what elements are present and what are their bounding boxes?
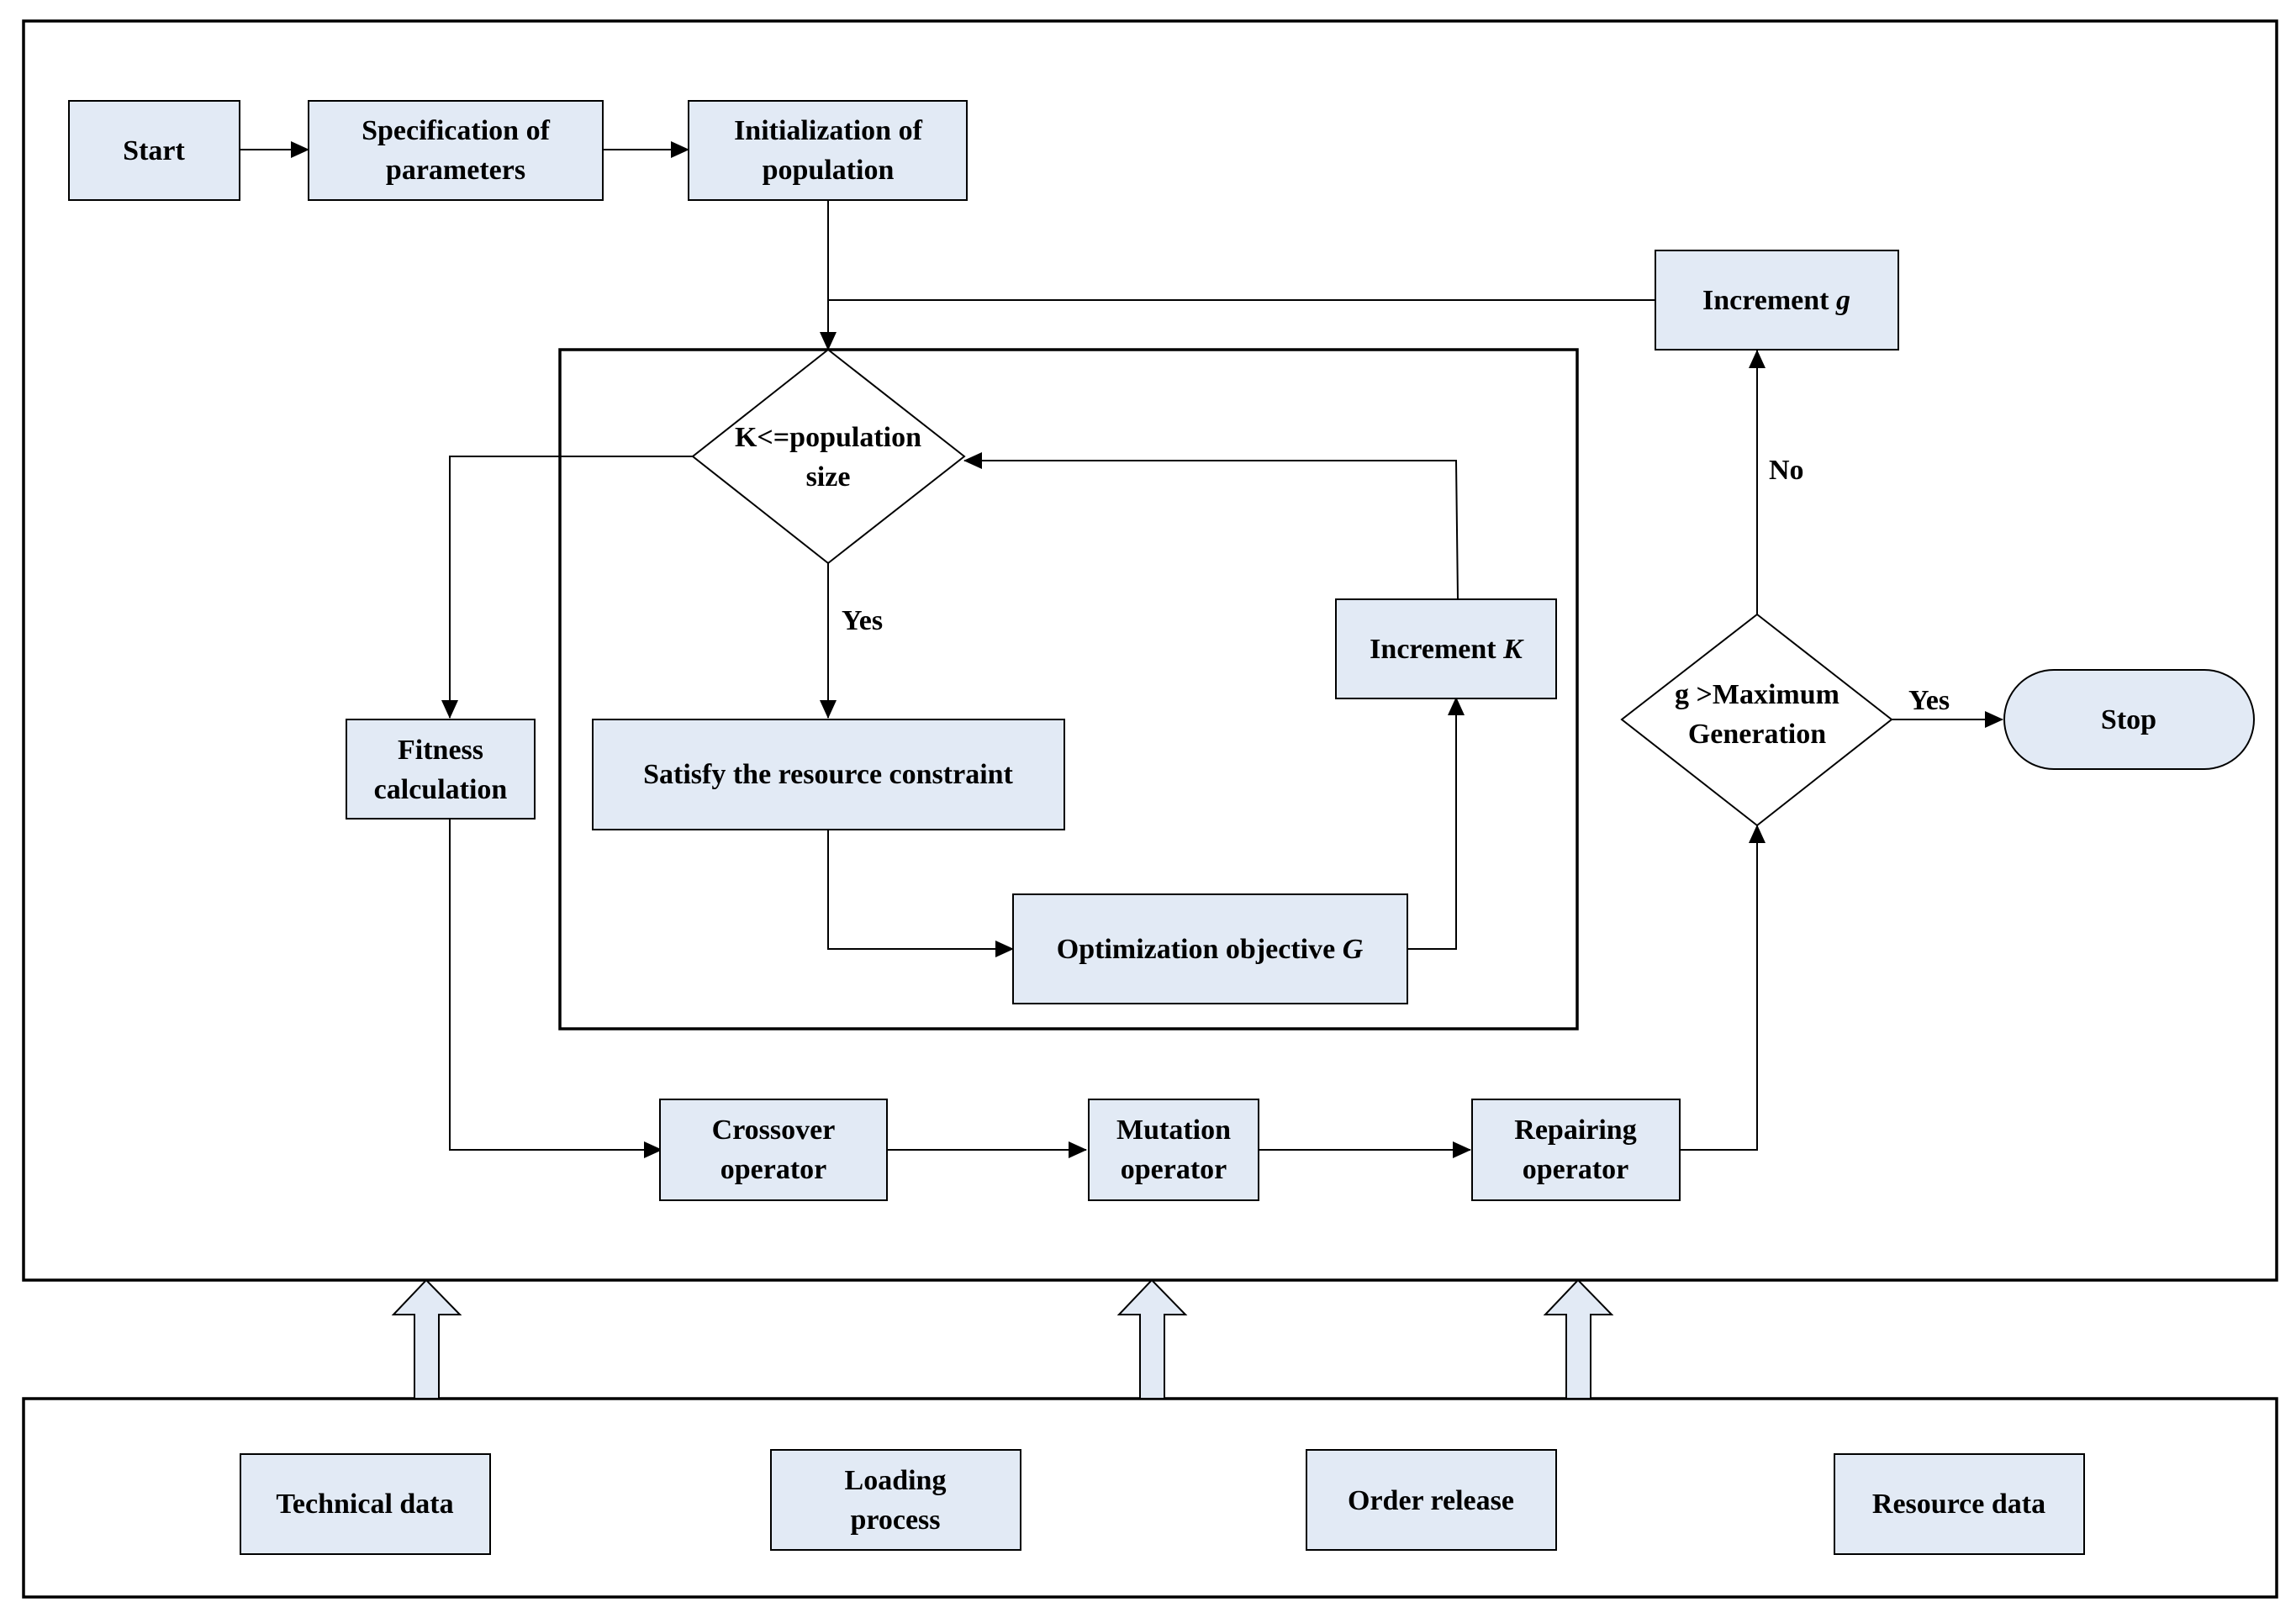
optimization-label: Optimization objective G [1057, 934, 1364, 965]
order-release-label: Order release [1348, 1485, 1514, 1516]
stop-node [2003, 669, 2255, 770]
loading-process-label-2: process [850, 1505, 940, 1536]
satisfy-label: Satisfy the resource constraint [643, 759, 1013, 790]
increment-g-label: Increment g [1702, 285, 1850, 316]
edge-optim-inck [1407, 697, 1465, 950]
yes-label-k: Yes [842, 605, 883, 636]
loading-process-label-1: Loading [845, 1465, 947, 1496]
spec-node [308, 100, 604, 201]
repairing-node [1471, 1099, 1681, 1201]
fitness-node [346, 719, 536, 820]
data-flow-arrow-1 [391, 1278, 462, 1399]
no-label-g: No [1769, 455, 1804, 486]
repairing-label-2: operator [1523, 1154, 1629, 1185]
repairing-label-1: Repairing [1514, 1115, 1636, 1146]
fitness-label-1: Fitness [398, 735, 483, 766]
mutation-label-1: Mutation [1116, 1115, 1231, 1146]
condition-g-diamond [1620, 613, 1893, 827]
mutation-label-2: operator [1121, 1154, 1227, 1185]
start-label: Start [123, 135, 185, 166]
condition-k-label-2: size [806, 461, 851, 493]
order-release-node [1306, 1449, 1557, 1551]
condition-k-label-1: K<=population [735, 422, 921, 453]
inner-loop-frame [558, 348, 1579, 1030]
spec-label-2: parameters [386, 155, 525, 186]
crossover-label-1: Crossover [712, 1115, 836, 1146]
yes-label-g: Yes [1908, 685, 1950, 716]
condition-k-diamond [691, 348, 966, 565]
main-frame [22, 19, 2278, 1282]
edge-inck-condk [963, 452, 1459, 600]
increment-g-node [1655, 250, 1899, 350]
increment-k-label: Increment K [1370, 634, 1524, 665]
edge-satisfy-optim [827, 830, 1014, 957]
satisfy-node [592, 719, 1065, 830]
resource-data-label: Resource data [1872, 1489, 2045, 1520]
mutation-node [1088, 1099, 1259, 1201]
optimization-node [1012, 893, 1408, 1004]
edge-condk-fitness [441, 456, 693, 719]
technical-data-node [240, 1453, 491, 1555]
spec-label-1: Specification of [362, 115, 550, 146]
crossover-node [659, 1099, 888, 1201]
loading-process-node [770, 1449, 1021, 1551]
stop-label: Stop [2101, 704, 2156, 735]
init-node [688, 100, 968, 201]
start-node [68, 100, 240, 201]
data-flow-arrow-2 [1116, 1278, 1188, 1399]
init-label-1: Initialization of [734, 115, 923, 146]
increment-k-node [1335, 598, 1557, 699]
resource-data-node [1834, 1453, 2085, 1555]
edge-fitness-cross [449, 820, 662, 1158]
condition-g-label-2: Generation [1688, 719, 1826, 750]
init-label-2: population [763, 155, 895, 186]
data-flow-arrow-3 [1543, 1278, 1614, 1399]
technical-data-label: Technical data [276, 1489, 453, 1520]
crossover-label-2: operator [720, 1154, 827, 1185]
condition-g-label-1: g >Maximum [1675, 679, 1839, 710]
edge-rep-condg [1680, 825, 1766, 1151]
fitness-label-2: calculation [374, 774, 508, 805]
